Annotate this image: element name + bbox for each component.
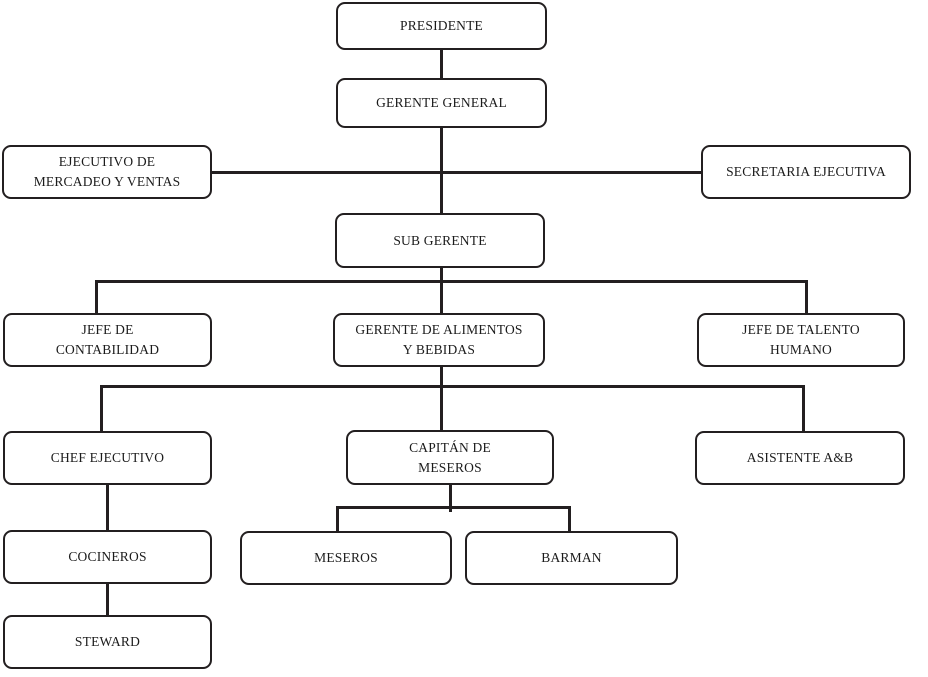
node-gerente-ayb[interactable]: GERENTE DE ALIMENTOS Y BEBIDAS: [333, 313, 545, 367]
node-label-jefe-talento: JEFE DE TALENTO HUMANO: [742, 322, 860, 357]
node-label-presidente: PRESIDENTE: [400, 18, 483, 34]
node-ejecutivo-mercadeo[interactable]: EJECUTIVO DE MERCADEO Y VENTAS: [2, 145, 212, 199]
connector-gerente-ayb-drop: [440, 367, 443, 430]
node-label-meseros: MESEROS: [314, 550, 378, 566]
node-jefe-talento[interactable]: JEFE DE TALENTO HUMANO: [697, 313, 905, 367]
node-gerente-general[interactable]: GERENTE GENERAL: [336, 78, 547, 128]
node-capitan-meseros[interactable]: CAPITÁN DE MESEROS: [346, 430, 554, 485]
connector-split-left-drop-contabilidad: [95, 280, 98, 313]
connector-ayb-right-drop-asistente: [802, 385, 805, 431]
node-label-steward: STEWARD: [74, 634, 141, 650]
connector-capitan-right-drop-barman: [568, 506, 571, 531]
connector-capitan-split-bar: [336, 506, 571, 509]
node-label-secretaria: SECRETARIA EJECUTIVA: [726, 164, 886, 180]
node-label-gerente-general: GERENTE GENERAL: [376, 95, 507, 111]
node-label-barman: BARMAN: [541, 550, 602, 566]
node-steward[interactable]: STEWARD: [3, 615, 212, 669]
connector-ayb-left-drop-chef: [100, 385, 103, 431]
connector-gerente-general-to-sub-gerente: [440, 128, 443, 213]
connector-split-right-drop-talento: [805, 280, 808, 313]
node-label-gerente-ayb: GERENTE DE ALIMENTOS Y BEBIDAS: [355, 322, 523, 357]
connector-ayb-split-bar: [100, 385, 805, 388]
node-label-jefe-contabilidad: JEFE DE CONTABILIDAD: [55, 322, 160, 357]
node-secretaria[interactable]: SECRETARIA EJECUTIVA: [701, 145, 911, 199]
node-presidente[interactable]: PRESIDENTE: [336, 2, 547, 50]
node-asistente-ayb[interactable]: ASISTENTE A&B: [695, 431, 905, 485]
node-label-ejecutivo-mercadeo: EJECUTIVO DE MERCADEO Y VENTAS: [33, 154, 181, 189]
node-label-cocineros: COCINEROS: [68, 549, 147, 565]
node-label-capitan-meseros: CAPITÁN DE MESEROS: [409, 439, 491, 475]
connector-sub-gerente-split-bar: [95, 280, 808, 283]
node-label-sub-gerente: SUB GERENTE: [393, 232, 487, 248]
node-label-chef-ejecutivo: CHEF EJECUTIVO: [50, 450, 165, 466]
node-label-asistente-ayb: ASISTENTE A&B: [746, 450, 854, 466]
connector-sub-gerente-drop: [440, 268, 443, 313]
node-chef-ejecutivo[interactable]: CHEF EJECUTIVO: [3, 431, 212, 485]
connector-presidente-to-gerente-general: [440, 50, 443, 78]
connector-capitan-left-drop-meseros: [336, 506, 339, 531]
node-cocineros[interactable]: COCINEROS: [3, 530, 212, 584]
connector-cocineros-to-steward: [106, 584, 109, 615]
node-barman[interactable]: BARMAN: [465, 531, 678, 585]
node-meseros[interactable]: MESEROS: [240, 531, 452, 585]
node-sub-gerente[interactable]: SUB GERENTE: [335, 213, 545, 268]
node-jefe-contabilidad[interactable]: JEFE DE CONTABILIDAD: [3, 313, 212, 367]
connector-ejecutivo-to-secretaria-bar: [212, 171, 701, 174]
connector-chef-to-cocineros: [106, 485, 109, 530]
connector-capitan-drop: [449, 485, 452, 512]
